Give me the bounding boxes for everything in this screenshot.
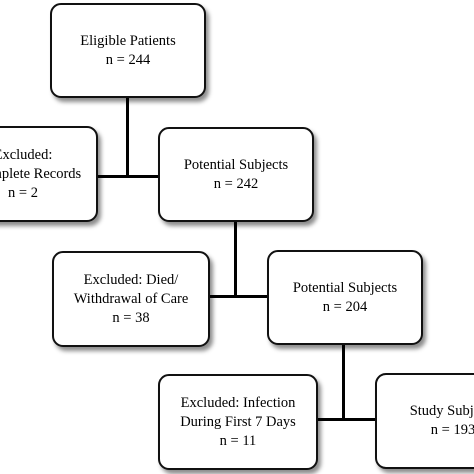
excluded-incomplete-records-box: Excluded: Incomplete Records n = 2: [0, 126, 98, 222]
connector-level2-horizontal: [210, 295, 267, 298]
excluded-infection-label: Excluded: Infection: [180, 394, 296, 411]
potential-subjects-1-box: Potential Subjects n = 242: [158, 127, 314, 222]
excluded-died-count: n = 38: [112, 309, 150, 326]
eligible-patients-box: Eligible Patients n = 244: [50, 3, 206, 98]
excluded-infection-box: Excluded: Infection During First 7 Days …: [158, 374, 318, 470]
study-subjects-label: Study Subjects: [409, 403, 474, 419]
connector-eligible-down: [126, 98, 129, 177]
potential-subjects-2-count: n = 204: [322, 298, 368, 315]
excluded-infection-reason: During First 7 Days: [180, 413, 296, 430]
excluded-records-count: n = 2: [8, 184, 38, 201]
connector-potential2-down: [342, 345, 345, 420]
excluded-records-label: Excluded:: [0, 146, 53, 163]
potential-subjects-1-label: Potential Subjects: [183, 156, 289, 173]
excluded-died-box: Excluded: Died/ Withdrawal of Care n = 3…: [52, 251, 210, 347]
excluded-died-reason: Withdrawal of Care: [73, 290, 189, 307]
excluded-died-label: Excluded: Died/: [83, 271, 179, 288]
potential-subjects-1-count: n = 242: [213, 175, 259, 192]
potential-subjects-2-box: Potential Subjects n = 204: [267, 250, 423, 345]
connector-level1-horizontal: [98, 175, 158, 178]
connector-potential1-down: [234, 222, 237, 297]
connector-level3-horizontal: [318, 418, 375, 421]
study-subjects-box: Study Subjects n = 193: [375, 373, 474, 469]
eligible-patients-count: n = 244: [105, 51, 151, 68]
potential-subjects-2-label: Potential Subjects: [292, 279, 398, 296]
eligible-patients-label: Eligible Patients: [80, 32, 176, 49]
excluded-records-reason: Incomplete Records: [0, 165, 82, 182]
study-subjects-count: n = 193: [430, 422, 474, 438]
excluded-infection-count: n = 11: [219, 432, 257, 449]
